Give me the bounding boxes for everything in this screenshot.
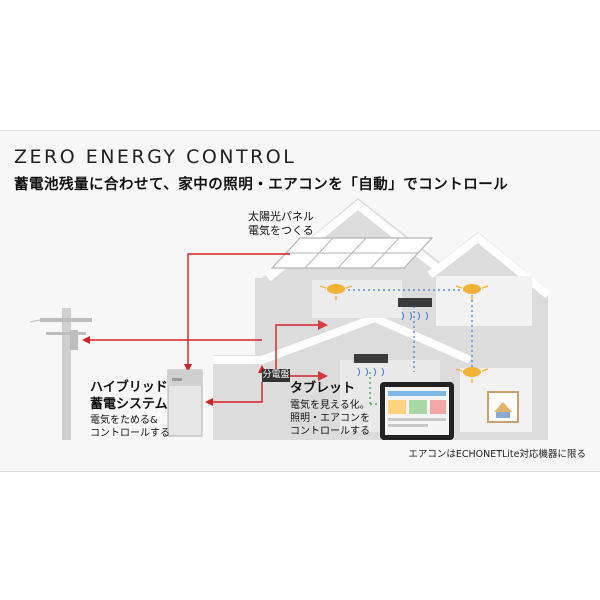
solar-panel-description: 電気をつくる <box>248 224 314 237</box>
page-title: ZERO ENERGY CONTROL <box>14 146 297 168</box>
distribution-board-label: 分電盤 <box>262 369 290 382</box>
solar-panel-icon <box>270 237 434 269</box>
solar-panel-label: 太陽光パネル <box>248 210 314 223</box>
wall-display-icon <box>487 391 519 423</box>
air-conditioner-icon <box>398 298 432 321</box>
utility-pole-icon <box>29 308 92 440</box>
tablet-label: タブレット <box>290 381 356 396</box>
tablet-icon <box>380 382 454 440</box>
battery-label-line1: ハイブリッド <box>90 380 168 395</box>
tablet-description-line2: 照明・エアコンを <box>290 413 370 424</box>
air-conditioner-icon <box>354 354 388 377</box>
page-subtitle: 蓄電池残量に合わせて、家中の照明・エアコンを「自動」でコントロール <box>14 177 509 193</box>
footnote: エアコンはECHONETLite対応機器に限る <box>408 449 586 460</box>
control-signal-lines <box>348 289 473 372</box>
tablet-description-line1: 電気を見える化。 <box>290 400 370 411</box>
ceiling-light-icon <box>455 367 489 383</box>
battery-description-line2: コントロールする <box>90 428 170 439</box>
battery-unit-icon <box>167 369 203 437</box>
ceiling-light-icon <box>455 284 489 300</box>
battery-label-line2: 蓄電システム <box>90 397 168 412</box>
battery-description-line1: 電気をためる& <box>90 415 158 426</box>
ceiling-light-icon <box>319 284 353 300</box>
power-flow-lines <box>86 253 318 403</box>
tablet-description-line3: コントロールする <box>290 426 370 437</box>
